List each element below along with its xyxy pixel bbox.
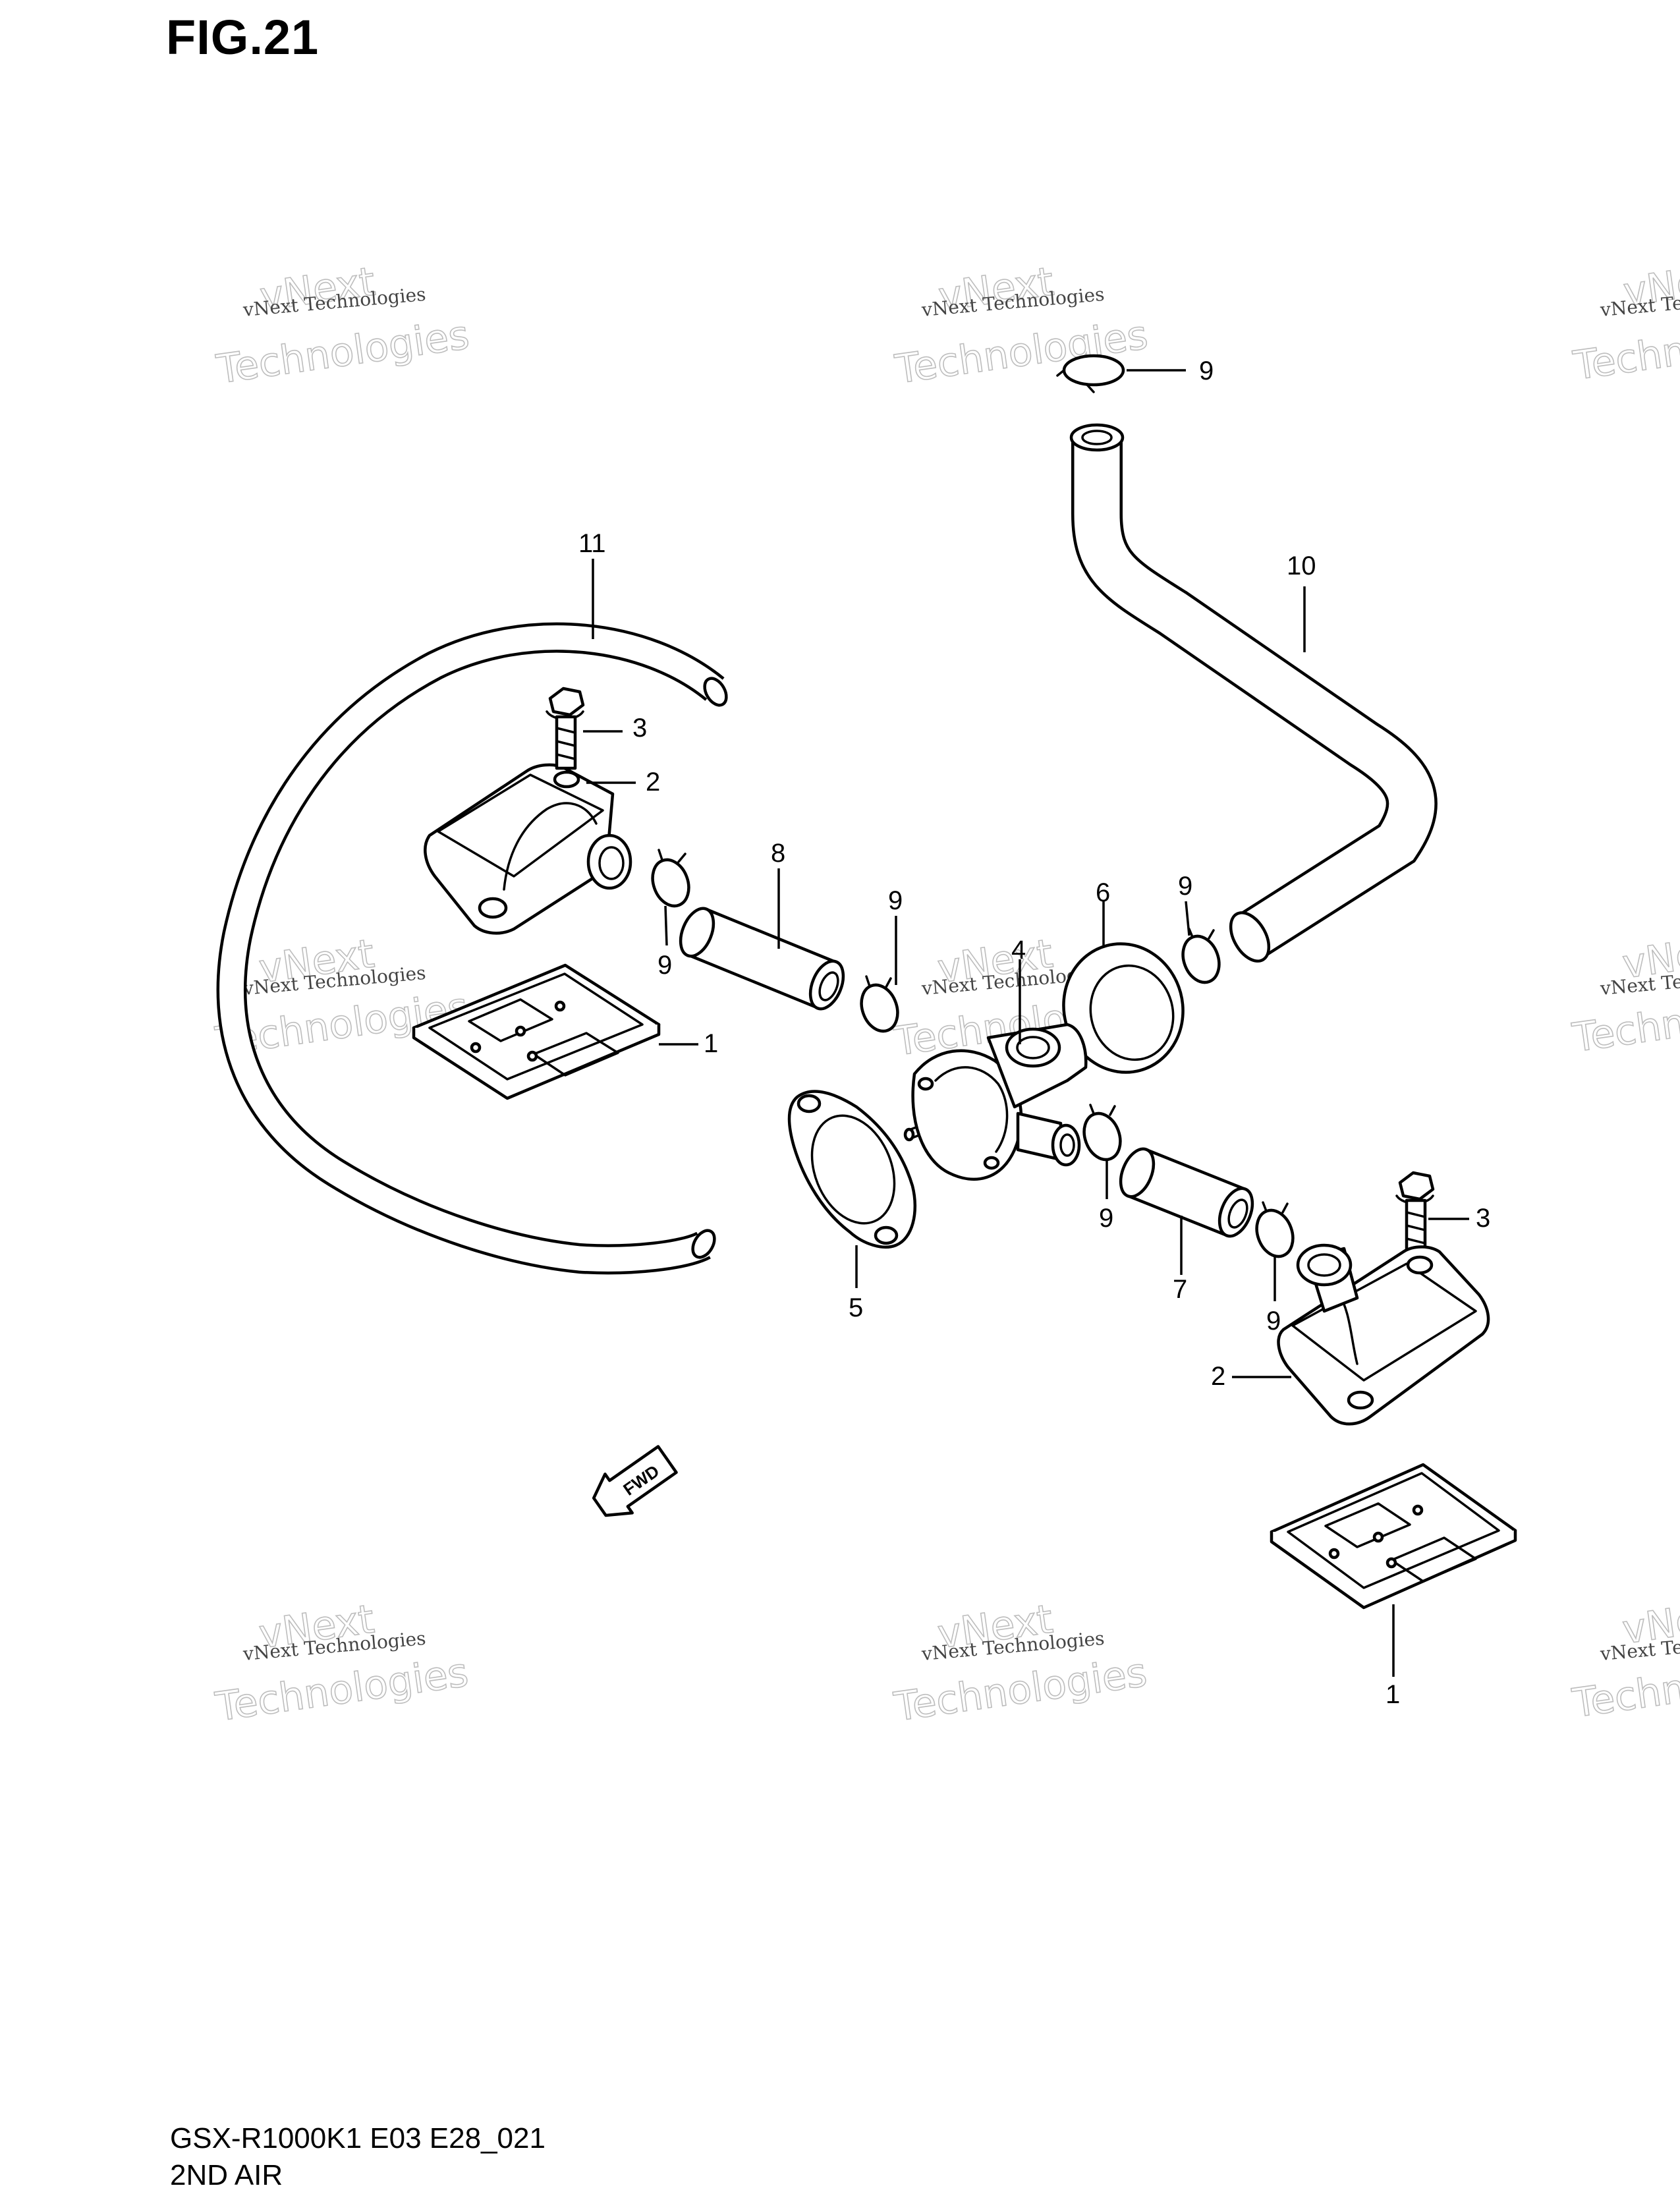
part-8-hose-segment: [679, 907, 845, 1011]
callout-9-mid: 9: [888, 886, 903, 915]
callout-9-lower-right: 9: [1266, 1307, 1281, 1336]
callout-4: 4: [1011, 936, 1026, 965]
part-9-clamp-a: [651, 849, 690, 908]
callout-10: 10: [1287, 551, 1316, 580]
part-9-clamp-e: [1255, 1201, 1295, 1258]
part-3-bolt-upper: [546, 687, 585, 770]
part-9-clamp-top: [1056, 354, 1125, 393]
part-9-clamp-c: [1181, 928, 1221, 984]
callout-3-lower: 3: [1476, 1204, 1490, 1233]
callout-8: 8: [771, 839, 785, 868]
part-1-reed-valve-lower: [1270, 1463, 1517, 1610]
part-3-bolt-lower: [1395, 1171, 1435, 1254]
part-5-gasket: [787, 1090, 917, 1249]
section-name: 2ND AIR: [170, 2159, 283, 2191]
callout-3-upper: 3: [632, 714, 647, 743]
part-2-reed-valve-cover-upper: [424, 763, 632, 935]
callout-1-lower: 1: [1386, 1680, 1400, 1709]
part-1-reed-valve-upper: [412, 963, 661, 1100]
callout-11: 11: [578, 529, 606, 558]
figure-caption: GSX-R1000K1 E03 E28_021 2ND AIR: [170, 2120, 546, 2194]
watermark-word-text: Technologies: [213, 312, 472, 393]
callout-2-lower: 2: [1211, 1362, 1225, 1391]
callout-7: 7: [1173, 1275, 1187, 1304]
callout-9-top: 9: [1199, 356, 1214, 385]
part-10-hose: [1069, 423, 1438, 963]
callout-1-upper: 1: [704, 1029, 718, 1058]
callout-2-upper: 2: [646, 768, 660, 797]
model-code: GSX-R1000K1 E03 E28_021: [170, 2122, 546, 2154]
callout-9-lower-mid: 9: [1099, 1204, 1113, 1233]
part-2-reed-valve-cover-lower: [1277, 1243, 1490, 1426]
callout-9-left: 9: [658, 951, 672, 980]
part-9-clamp-d: [1082, 1104, 1122, 1162]
figure-title: FIG.21: [166, 10, 320, 65]
watermark-word-text: Technologies: [1571, 308, 1680, 389]
part-11-hose: [216, 622, 728, 1275]
callout-9-right: 9: [1178, 872, 1192, 901]
part-7-hose-segment: [1119, 1147, 1254, 1238]
fwd-arrow-icon: FWD: [592, 1445, 678, 1517]
leader-lines: [583, 369, 1469, 1677]
callout-6: 6: [1096, 878, 1110, 907]
part-9-clamp-b: [860, 975, 899, 1033]
callout-5: 5: [849, 1293, 863, 1322]
callout-numbers: 9 11 10 3 2 1 9 8 9 9 6 4 5 9 7 9 3 2 1: [578, 356, 1490, 1709]
